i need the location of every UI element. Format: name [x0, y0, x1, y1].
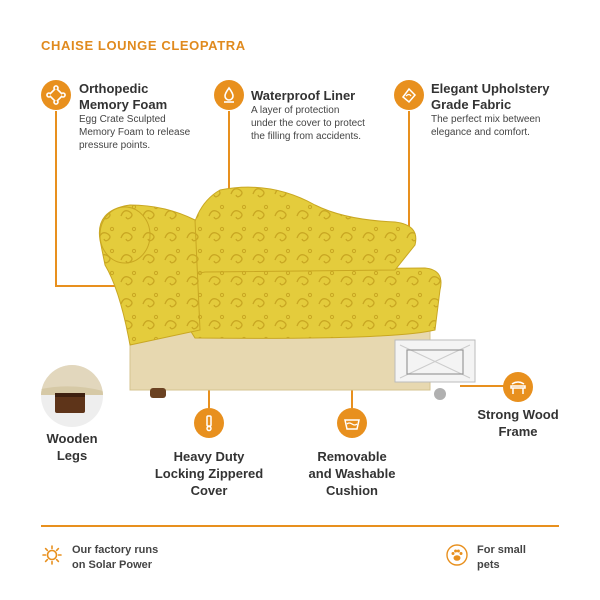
feature-title: Elegant Upholstery [431, 81, 550, 96]
label-line: Legs [56, 448, 88, 463]
footer-line: on Solar Power [72, 559, 153, 571]
connector-line [460, 385, 518, 387]
wooden-leg-photo [41, 365, 103, 427]
feature-description: pressure points. [79, 140, 151, 151]
label-line: Wooden [46, 431, 98, 446]
footer-divider [41, 525, 559, 527]
zipper-icon [194, 408, 224, 438]
footer-solar-text: Our factory runs on Solar Power [72, 543, 158, 573]
feature-description: the filling from accidents. [251, 131, 362, 142]
bone-icon [41, 80, 71, 110]
feature-title: Waterproof Liner [251, 88, 356, 103]
feature-description: Memory Foam to release [79, 127, 191, 138]
label-line: Locking Zippered [154, 466, 264, 481]
washing-icon [337, 408, 367, 438]
label-zippered-cover: Heavy Duty Locking Zippered Cover [139, 448, 279, 499]
footer-line: For small [477, 544, 526, 556]
label-wood-frame: Strong Wood Frame [466, 406, 570, 440]
footer-pets-text: For small pets [477, 543, 526, 573]
paw-icon [446, 544, 468, 571]
feature-title: Orthopedic [79, 81, 149, 96]
label-line: Cushion [326, 483, 378, 498]
feature-title: Memory Foam [79, 97, 168, 112]
label-line: and Washable [308, 466, 396, 481]
label-washable-cushion: Removable and Washable Cushion [282, 448, 422, 499]
wood-frame-icon [503, 372, 533, 402]
label-line: Cover [190, 483, 228, 498]
connector-line [408, 111, 410, 233]
feature-description: The perfect mix between [431, 114, 541, 125]
footer-line: pets [477, 559, 500, 571]
feature-memory-foam: Orthopedic Memory Foam Egg Crate Sculpte… [79, 81, 190, 152]
label-line: Heavy Duty [173, 449, 245, 464]
footer-line: Our factory runs [72, 544, 159, 556]
label-wooden-legs: Wooden Legs [36, 430, 108, 464]
droplet-icon [214, 80, 244, 110]
feature-description: under the cover to protect [251, 118, 365, 129]
feature-title: Grade Fabric [431, 97, 512, 112]
solar-sun-icon [41, 544, 63, 571]
label-line: Removable [317, 449, 387, 464]
feature-waterproof-liner: Waterproof Liner A layer of protection u… [251, 88, 365, 143]
feature-description: A layer of protection [251, 105, 340, 116]
label-line: Frame [498, 424, 538, 439]
label-line: Strong Wood [477, 407, 559, 422]
chaise-lounge-image [98, 186, 476, 400]
feature-upholstery: Elegant Upholstery Grade Fabric The perf… [431, 81, 549, 139]
page-title: CHAISE LOUNGE CLEOPATRA [41, 38, 246, 53]
fabric-swatch-icon [394, 80, 424, 110]
connector-line [55, 111, 57, 286]
feature-description: elegance and comfort. [431, 127, 530, 138]
feature-description: Egg Crate Sculpted [79, 114, 166, 125]
